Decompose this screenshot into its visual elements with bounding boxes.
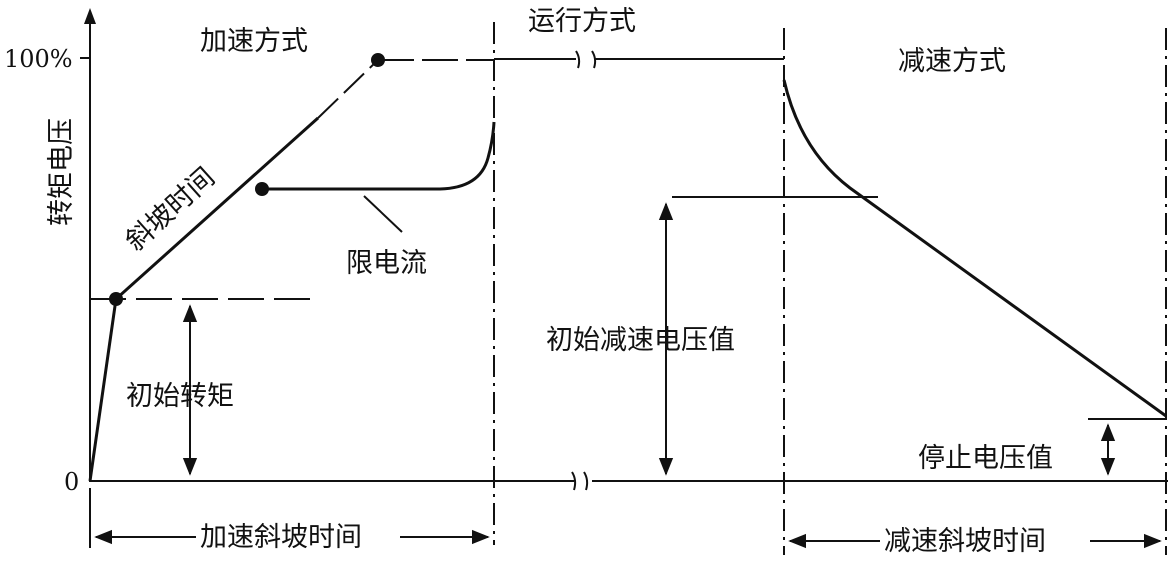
stop-voltage-label: 停止电压值 xyxy=(918,443,1053,474)
current-limit-label: 限电流 xyxy=(346,248,427,279)
initial-decel-voltage-label: 初始减速电压值 xyxy=(546,325,735,356)
initial-torque-dot xyxy=(109,292,123,306)
y-axis-label: 转矩电压 xyxy=(46,118,77,226)
accel-ramp-time-label: 加速斜坡时间 xyxy=(200,522,362,553)
decel-ramp-time-label: 减速斜坡时间 xyxy=(884,526,1046,557)
accel-mode-label: 加速方式 xyxy=(200,26,308,57)
y-tick-zero-label: 0 xyxy=(64,468,79,496)
run-mode-label: 运行方式 xyxy=(528,6,636,37)
initial-torque-label: 初始转矩 xyxy=(126,381,234,412)
initial-torque-rise xyxy=(88,298,118,482)
current-limit-curve xyxy=(262,121,496,191)
current-limit-leader xyxy=(363,195,403,233)
ramp-line-solid xyxy=(114,116,320,301)
ramp-line-dashed xyxy=(317,59,379,119)
run-line-break-icon xyxy=(575,50,597,69)
decel-drop-curve xyxy=(782,79,1167,418)
y-tick-100-label: 100% xyxy=(4,45,73,73)
full-voltage-dot xyxy=(371,53,385,67)
y-axis-arrow-icon xyxy=(84,8,96,24)
x-axis-break-icon xyxy=(571,471,589,491)
decel-mode-label: 减速方式 xyxy=(898,46,1006,77)
current-limit-dot xyxy=(255,182,269,196)
ramp-time-label: 斜坡时间 xyxy=(120,162,221,257)
